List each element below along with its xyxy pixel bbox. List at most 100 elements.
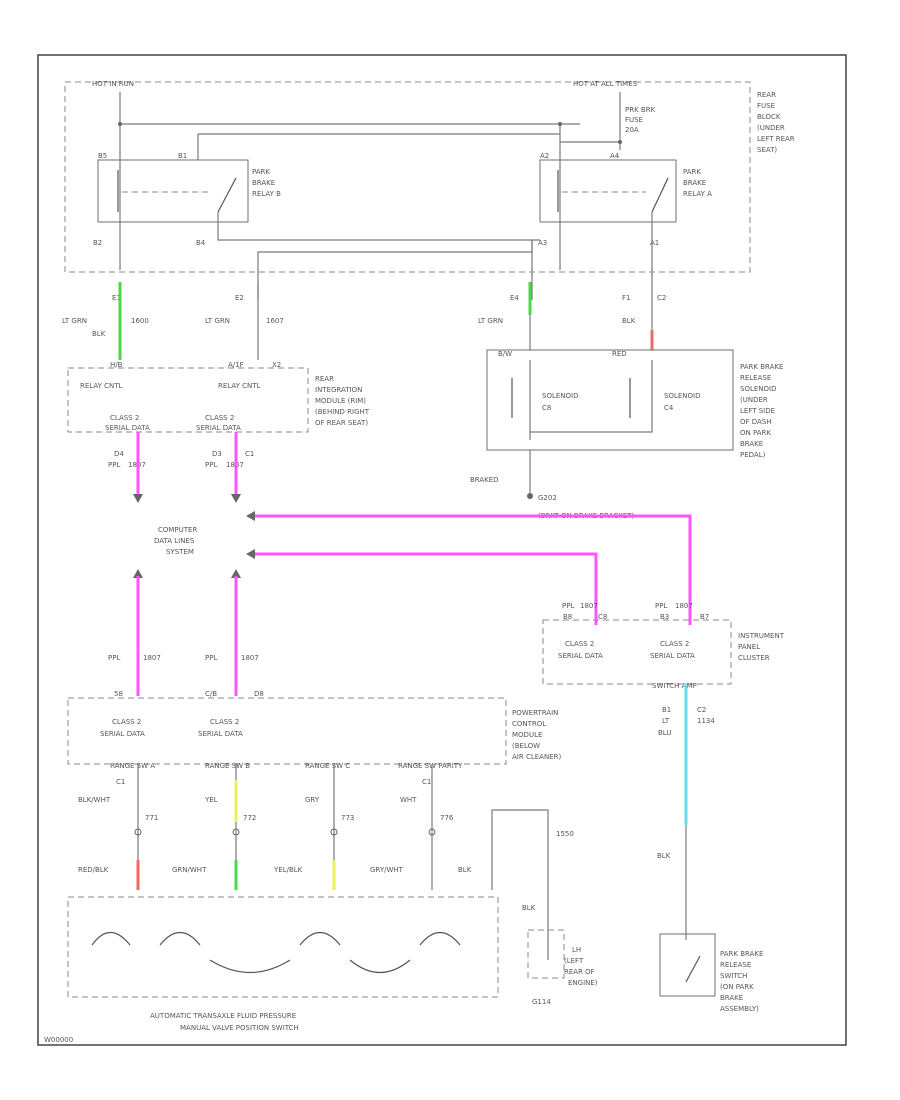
rear-fuse-label-4: (UNDER — [757, 124, 785, 132]
pin-e2: E2 — [235, 294, 244, 302]
wire-label-1600: 1600 — [131, 317, 149, 325]
wire-ppl-horizontal-2 — [254, 552, 598, 625]
ipc-label-3: CLUSTER — [738, 654, 770, 662]
pcm-class-1: CLASS 2 — [112, 718, 141, 726]
ppl-1-label: PPL — [108, 461, 120, 469]
relay-a-pin-a4: A4 — [610, 152, 620, 160]
ipc-class-2: CLASS 2 — [660, 640, 689, 648]
ipc-ppl-2: PPL — [655, 602, 667, 610]
ipc-ppl-1: PPL — [562, 602, 574, 610]
arrow-ppl-1 — [133, 494, 143, 503]
powertrain-control-module — [67, 697, 507, 765]
ppl-4-num: 1807 — [241, 654, 259, 662]
ipc-ppl-2n: 1807 — [675, 602, 693, 610]
ipc-c2: C2 — [697, 706, 706, 714]
fuse-label-2: FUSE — [625, 116, 643, 124]
relay-cntl-1: RELAY CNTL — [80, 382, 122, 390]
label-hot-in-run: HOT IN RUN — [92, 80, 134, 88]
gnd-blk-label: BLK — [522, 904, 536, 912]
trans-label-3: YEL/BLK — [273, 866, 303, 874]
pcm-pin-1: 58 — [114, 690, 123, 698]
fuse-label-3: 20A — [625, 126, 639, 134]
pbs-label-3: SWITCH — [720, 972, 747, 980]
arrow-ppl-2 — [231, 494, 241, 503]
gnd-label-1: LH — [572, 946, 581, 954]
relay-a-pin-a2: A2 — [540, 152, 549, 160]
cdls-label-3: SYSTEM — [166, 548, 194, 556]
wire-label-blk-2: BLK — [622, 317, 636, 325]
wire-label-lt-grn-1: LT GRN — [62, 317, 87, 325]
pbr-label-6: OF DASH — [740, 418, 772, 426]
sol-1b-label: C8 — [542, 404, 551, 412]
relay-b-pin-b4: B4 — [196, 239, 206, 247]
tr-label-2: MANUAL VALVE POSITION SWITCH — [180, 1024, 299, 1032]
rim-pin-d3: D3 — [212, 450, 222, 458]
ipc-lt: LT — [662, 717, 670, 725]
pcm-ckt-4: RANGE SW PARITY — [398, 762, 463, 770]
relay-a-label-2: BRAKE — [683, 179, 706, 187]
ipc-serial-1: SERIAL DATA — [558, 652, 603, 660]
pin-e1: E1 — [112, 294, 121, 302]
trans-label-2: GRN/WHT — [172, 866, 207, 874]
rim-label-4: (BEHIND RIGHT — [315, 408, 370, 416]
gnd-label-3: REAR OF — [564, 968, 595, 976]
park-brake-relay-a — [539, 159, 677, 223]
conn-mid-3 — [330, 828, 338, 836]
wire-w2n: 772 — [243, 814, 256, 822]
ipc-pin-1: B8 — [563, 613, 572, 621]
arrow-ppl-3 — [133, 569, 143, 578]
splice-2 — [558, 122, 562, 126]
relay-a-switch — [651, 177, 669, 213]
wire-w3: GRY — [305, 796, 320, 804]
wire-label-lt-grn-2: LT GRN — [205, 317, 230, 325]
instrument-panel-cluster — [542, 619, 732, 685]
fuse-label-1: PRK BRK — [625, 106, 656, 114]
ground-g202 — [527, 493, 533, 499]
ipc-blu: BLU — [658, 729, 671, 737]
ipc-label-2: PANEL — [738, 643, 760, 651]
relay-a-pin-a1: A1 — [650, 239, 659, 247]
relay-cntl-2: RELAY CNTL — [218, 382, 260, 390]
transaxle-pressure-switch — [67, 896, 499, 998]
pbr-label-4: (UNDER — [740, 396, 768, 404]
pcm-label-2: CONTROL — [512, 720, 546, 728]
trans-label-1: RED/BLK — [78, 866, 109, 874]
pcm-serial-1: SERIAL DATA — [100, 730, 145, 738]
pcm-class-2: CLASS 2 — [210, 718, 239, 726]
park-brake-relay-b — [97, 159, 249, 223]
relay-b-pin-b1: B1 — [178, 152, 187, 160]
rim-pin-c1: C1 — [245, 450, 254, 458]
pcm-ckt-2: RANGE SW B — [205, 762, 250, 770]
conn-mid-4 — [428, 828, 436, 836]
splice-1 — [118, 122, 122, 126]
ipc-pin-3: B3 — [660, 613, 669, 621]
splice-3 — [618, 140, 622, 144]
ipc-ppl-1n: 1807 — [580, 602, 598, 610]
figure-id: W00000 — [44, 1036, 73, 1044]
rear-integration-module — [67, 367, 309, 433]
pbr-label-5: LEFT SIDE — [740, 407, 775, 415]
switch-contacts — [91, 931, 461, 974]
conn-mid-1 — [134, 828, 142, 836]
rear-fuse-label-1: REAR — [757, 91, 776, 99]
relay-b-label-1: PARK — [252, 168, 270, 176]
class2-a: CLASS 2 — [110, 414, 139, 422]
tr-label-1: AUTOMATIC TRANSAXLE FLUID PRESSURE — [150, 1012, 296, 1020]
relay-b-label-3: RELAY B — [252, 190, 281, 198]
ipc-b1: B1 — [662, 706, 671, 714]
conn-mid-2 — [232, 828, 240, 836]
pin-c2: C2 — [657, 294, 666, 302]
wire-label-blk: BLK — [92, 330, 106, 338]
pbr-label-3: SOLENOID — [740, 385, 776, 393]
sol-pin-2: RED — [612, 350, 627, 358]
pcm-ckt-1: RANGE SW A — [110, 762, 155, 770]
relay-b-lead — [217, 212, 540, 241]
rear-fuse-label-2: FUSE — [757, 102, 775, 110]
ppl-3-label: PPL — [108, 654, 120, 662]
wire-label-lt-grn-3: LT GRN — [478, 317, 503, 325]
rim-label-2: INTEGRATION — [315, 386, 362, 394]
pcm-label-5: AIR CLEANER) — [512, 753, 561, 761]
pbr-label-2: RELEASE — [740, 374, 771, 382]
park-brake-release-solenoid — [486, 349, 734, 451]
